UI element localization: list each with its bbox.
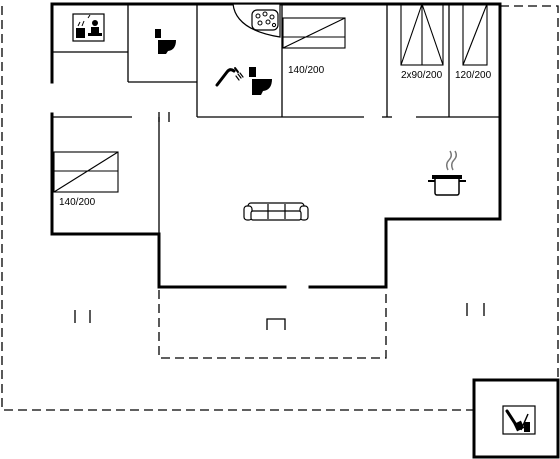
shower-icon <box>215 67 244 87</box>
bedroom-bunk-b: 120/200 <box>455 3 492 81</box>
spa-bath-icon <box>232 3 281 38</box>
bunk-beds <box>400 3 444 66</box>
cooking-pot-icon <box>428 150 466 196</box>
toilet-icon <box>155 29 176 54</box>
toilet-icon <box>249 67 272 95</box>
bedroom-bunk-a: 2x90/200 <box>400 3 444 81</box>
sauna-icon <box>72 13 105 42</box>
barbecue-icon <box>502 405 536 435</box>
bed-double <box>53 151 119 193</box>
exterior-walls <box>50 2 502 289</box>
sofa-icon <box>243 202 309 221</box>
bedroom-top: 140/200 <box>282 17 346 76</box>
bed-size-label: 120/200 <box>455 70 492 81</box>
bed-size-label: 140/200 <box>59 197 96 208</box>
door-marks <box>74 303 485 323</box>
bed-double <box>282 17 346 49</box>
bed-size-label: 2x90/200 <box>401 70 443 81</box>
bedroom-left: 140/200 <box>53 151 119 208</box>
bed-single <box>462 3 488 66</box>
plot-boundary <box>1 5 559 411</box>
annex <box>472 378 560 459</box>
terrace-outline <box>158 290 387 359</box>
bed-size-label: 140/200 <box>288 65 325 76</box>
fireplace-icon <box>266 318 286 330</box>
interior-walls <box>52 4 500 234</box>
